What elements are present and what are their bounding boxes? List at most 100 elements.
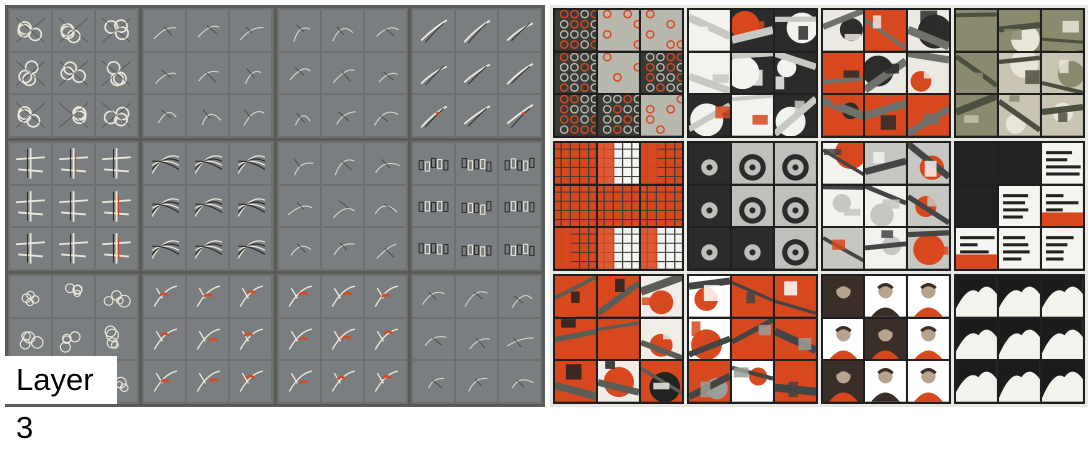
feature-visualization-cell [144,228,186,269]
feature-visualization-cell [53,276,95,317]
image-patch-cell [597,318,639,360]
image-patch-block [954,141,1085,271]
image-patch-cell [597,52,639,94]
feature-visualization-cell [412,95,454,136]
feature-visualization-block [276,141,408,271]
image-patch-cell [999,185,1041,227]
feature-visualization-cell [187,361,229,402]
feature-visualization-cell [96,52,138,94]
feature-visualization-cell [364,361,406,402]
image-patch-cell [731,318,773,360]
image-patch-cell [822,52,864,94]
feature-visualization-cell [455,318,497,360]
feature-visualization-cell [53,143,95,184]
image-patch-cell [640,318,682,360]
image-patch-cell [640,228,682,269]
feature-visualization-cell [10,10,52,51]
image-patch-cell [956,361,998,402]
image-patch-cell [822,361,864,402]
image-patch-cell [731,185,773,227]
image-patch-cell [555,318,596,360]
feature-visualization-cell [144,185,186,227]
feature-visualization-cell [455,361,497,402]
feature-visualization-cell [278,10,320,51]
image-patch-cell [999,318,1041,360]
image-patch-cell [731,95,773,136]
image-patch-cell [956,10,998,51]
feature-visualization-cell [455,228,497,269]
image-patch-cell [774,52,816,94]
feature-visualization-cell [455,52,497,94]
image-patch-cell [956,95,998,136]
image-patch-cell [731,143,773,184]
feature-visualization-cell [10,228,52,269]
image-patch-cell [640,185,682,227]
feature-visualization-cell [278,185,320,227]
image-patch-cell [822,276,864,317]
image-patch-cell [555,228,596,269]
feature-visualization-cell [187,143,229,184]
feature-visualization-cell [412,276,454,317]
feature-visualization-cell [10,95,52,136]
image-patch-cell [774,143,816,184]
image-patch-cell [774,276,816,317]
feature-visualization-cell [10,185,52,227]
feature-visualization-cell [144,276,186,317]
image-patch-cell [597,361,639,402]
image-patch-cell [555,276,596,317]
image-patch-block [553,8,684,138]
image-patch-cell [688,276,730,317]
image-patch-block [820,141,952,271]
image-patch-cell [1042,143,1083,184]
image-patch-cell [1042,52,1083,94]
feature-visualization-cell [230,10,272,51]
image-patch-cell [999,276,1041,317]
feature-visualization-cell [498,143,540,184]
feature-visualization-block [142,141,274,271]
image-patch-cell [865,95,907,136]
feature-visualization-cell [498,95,540,136]
feature-visualization-cell [10,52,52,94]
feature-visualization-cell [230,276,272,317]
image-patch-cell [731,52,773,94]
feature-visualization-cell [498,10,540,51]
feature-visualization-cell [53,185,95,227]
feature-visualization-cell [278,228,320,269]
feature-visualization-block [276,274,408,404]
image-patch-cell [1042,95,1083,136]
image-patches-panel [550,5,1088,407]
feature-visualization-cell [498,318,540,360]
image-patch-cell [597,228,639,269]
image-patch-cell [1042,10,1083,51]
feature-visualization-cell [321,185,363,227]
image-patch-cell [1042,185,1083,227]
image-patch-cell [908,10,950,51]
feature-visualization-cell [412,185,454,227]
feature-visualization-cell [412,361,454,402]
feature-visualization-cell [187,10,229,51]
feature-visualization-cell [455,143,497,184]
image-patch-cell [555,361,596,402]
image-patch-cell [908,361,950,402]
image-patch-block [954,274,1085,404]
image-patch-block [553,274,684,404]
image-patch-cell [999,10,1041,51]
feature-visualization-cell [412,318,454,360]
image-patch-cell [999,143,1041,184]
image-patch-cell [555,10,596,51]
image-patch-cell [999,52,1041,94]
image-patch-block [686,141,818,271]
feature-visualization-cell [144,318,186,360]
feature-visualization-cell [230,52,272,94]
image-patch-cell [731,276,773,317]
feature-visualization-cell [278,143,320,184]
feature-visualization-cell [10,276,52,317]
feature-visualization-cell [187,52,229,94]
feature-visualization-cell [230,228,272,269]
feature-visualization-cell [144,10,186,51]
image-patch-cell [865,143,907,184]
image-patch-block [686,8,818,138]
image-patch-block [954,8,1085,138]
feature-visualization-cell [96,10,138,51]
layer-label: Layer 3 [5,356,117,445]
